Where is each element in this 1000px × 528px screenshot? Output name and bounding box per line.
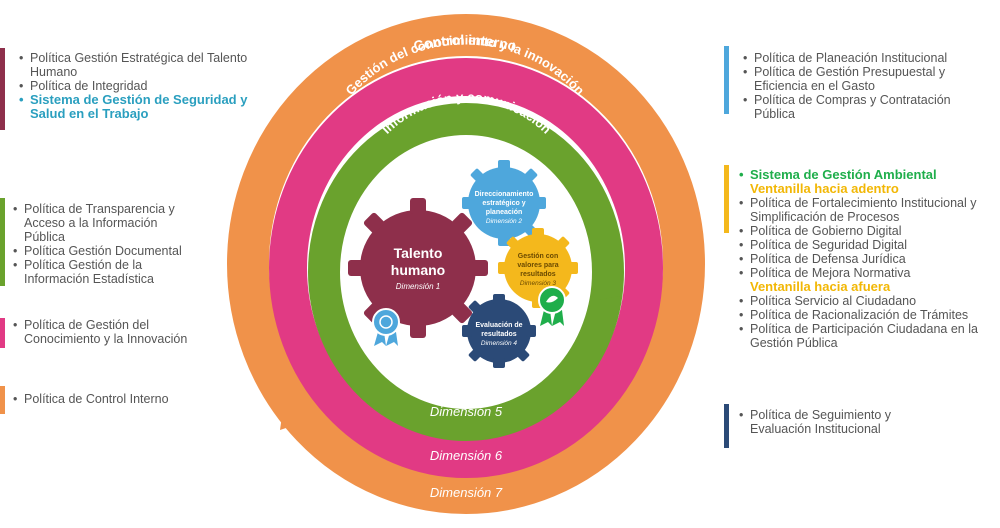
policy-item: Política de Racionalización de Trámites: [736, 308, 996, 322]
policy-item: Política Gestión Estratégica del Talento…: [16, 51, 276, 79]
policy-item: Política de Compras y Contratación Públi…: [740, 93, 990, 121]
valores-policy-list: Sistema de Gestión Ambiental Ventanilla …: [736, 168, 996, 351]
gear4-dimension: Dimensión 4: [481, 340, 518, 347]
gear1-title-line1: Talento: [394, 245, 443, 261]
policy-item: Política de Participación Ciudadana en l…: [736, 322, 996, 350]
policy-item: Política de Control Interno: [10, 392, 200, 406]
ring7-dimension-label: Dimensión 7: [430, 485, 503, 500]
ring-dimension-6: [269, 58, 663, 478]
conocimiento-color-bar: [0, 318, 5, 348]
left-group-informacion: Política de Transparencia y Acceso a la …: [0, 198, 200, 286]
policy-item: Política Gestión de la Información Estad…: [10, 258, 198, 286]
ring5-dimension-label: Dimensión 5: [430, 404, 503, 419]
gear3-dimension: Dimensión 3: [520, 280, 557, 287]
left-group-control: Política de Control Interno: [0, 386, 200, 414]
policy-item: Política de Mejora Normativa: [736, 266, 996, 280]
control-color-bar: [0, 386, 5, 414]
policy-item: Política de Integridad: [16, 79, 276, 93]
policy-item: Política de Fortalecimiento Instituciona…: [736, 196, 996, 224]
policy-item: Política de Seguridad Digital: [736, 238, 996, 252]
policy-item: Política de Gestión Presupuestal y Efici…: [740, 65, 990, 93]
talento-policy-list: Política Gestión Estratégica del Talento…: [16, 51, 276, 121]
gear-gestion-valores: Gestión con valores para resultados Dime…: [498, 228, 578, 308]
gear2-line3: planeación: [486, 209, 523, 216]
gear-evaluacion: Evaluación de resultados Dimensión 4: [462, 294, 536, 368]
gear-talento-humano: Talento humano Dimensión 1: [348, 198, 488, 338]
ring7-title: Control interno: [412, 32, 518, 54]
gear2-line2: estratégico y: [482, 200, 525, 207]
left-group-talento: Política Gestión Estratégica del Talento…: [0, 48, 275, 130]
informacion-policy-list: Política de Transparencia y Acceso a la …: [10, 202, 198, 286]
right-group-valores: Sistema de Gestión Ambiental Ventanilla …: [724, 165, 998, 385]
gear-direccionamiento: Direccionamiento estratégico y planeació…: [462, 160, 546, 246]
policy-item-highlight: Sistema de Gestión de Seguridad y Salud …: [16, 93, 276, 121]
informacion-color-bar: [0, 198, 5, 286]
gear3-line3: resultados: [520, 271, 556, 278]
valores-color-bar: [724, 165, 729, 233]
control-policy-list: Política de Control Interno: [10, 392, 200, 406]
talento-color-bar: [0, 48, 5, 130]
gear3-line1: Gestión con: [518, 253, 558, 260]
left-group-conocimiento: Política de Gestión del Conocimiento y l…: [0, 318, 215, 348]
policy-item-highlight: Sistema de Gestión Ambiental: [736, 168, 996, 183]
ring-dimension-5: [308, 103, 624, 441]
policy-item: Política de Planeación Institucional: [740, 51, 990, 65]
policy-item: Política de Defensa Jurídica: [736, 252, 996, 266]
gear1-dimension: Dimensión 1: [396, 282, 440, 291]
gear2-dimension: Dimensión 2: [486, 218, 523, 225]
evaluacion-policy-list: Política de Seguimiento y Evaluación Ins…: [736, 408, 924, 436]
blue-seal-icon: [372, 308, 400, 346]
policy-item: Política de Gestión del Conocimiento y l…: [10, 318, 215, 346]
planeacion-policy-list: Política de Planeación Institucional Pol…: [740, 51, 990, 121]
gear3-line2: valores para: [517, 262, 558, 269]
policy-item: Política de Transparencia y Acceso a la …: [10, 202, 198, 244]
gear1-title-line2: humano: [391, 262, 445, 278]
planeacion-color-bar: [724, 46, 729, 114]
gear4-line1: Evaluación de: [475, 322, 522, 329]
conocimiento-policy-list: Política de Gestión del Conocimiento y l…: [10, 318, 215, 346]
ring7-arrow-left: [280, 395, 310, 430]
policy-item: Política Servicio al Ciudadano: [736, 294, 996, 308]
ring7-arrow-right: [585, 58, 625, 96]
right-group-evaluacion: Política de Seguimiento y Evaluación Ins…: [724, 404, 924, 448]
ventanilla-adentro-heading: Ventanilla hacia adentro: [750, 181, 899, 196]
policy-item: Política de Gobierno Digital: [736, 224, 996, 238]
ring6-dimension-label: Dimensión 6: [430, 448, 503, 463]
ring5-arrow-right: [598, 296, 620, 322]
gear2-line1: Direccionamiento: [475, 191, 534, 198]
right-group-planeacion: Política de Planeación Institucional Pol…: [724, 46, 994, 121]
ring6-arrow-right: [608, 358, 640, 392]
gear4-line2: resultados: [481, 331, 517, 338]
policy-item: Política de Seguimiento y Evaluación Ins…: [736, 408, 924, 436]
ventanilla-afuera-heading: Ventanilla hacia afuera: [750, 279, 891, 294]
policy-item: Política Gestión Documental: [10, 244, 198, 258]
green-seal-icon: [538, 286, 566, 326]
evaluacion-color-bar: [724, 404, 729, 448]
ring-dimension-7: [227, 14, 705, 514]
